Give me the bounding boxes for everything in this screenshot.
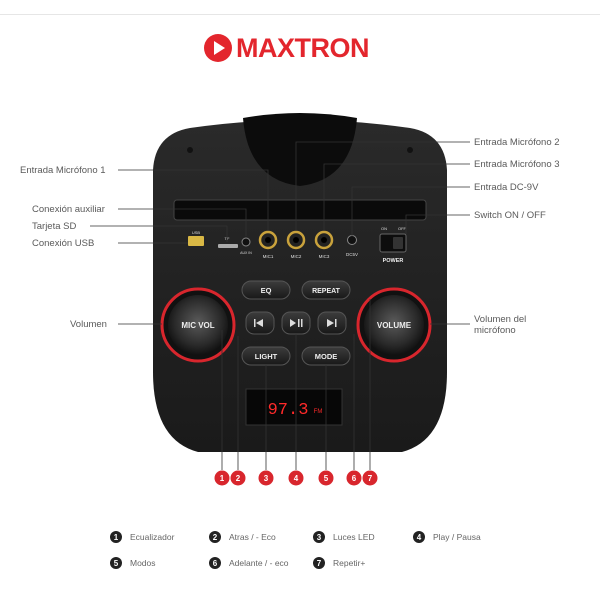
label-sd-card: Tarjeta SD: [32, 221, 77, 232]
mic2-jack-label: MIC2: [291, 254, 302, 259]
label-mic1-input: Entrada Micrófono 1: [20, 165, 106, 176]
legend-number: 5: [110, 557, 122, 569]
dc-jack[interactable]: [347, 235, 357, 245]
mic1-jack-label: MIC1: [263, 254, 274, 259]
legend-number: 7: [313, 557, 325, 569]
callout-markers: [214, 470, 378, 486]
legend-text: Modos: [130, 558, 156, 568]
aux-jack-label: AUX IN: [240, 251, 252, 255]
light-button-label: LIGHT: [255, 352, 278, 361]
legend-number: 2: [209, 531, 221, 543]
handle-recess: [243, 113, 357, 186]
usb-port[interactable]: [188, 236, 204, 246]
label-usb: Conexión USB: [32, 238, 95, 249]
label-mic2-input: Entrada Micrófono 2: [474, 137, 560, 148]
volume-knob-label: VOLUME: [377, 321, 412, 330]
callout-1: 1: [220, 474, 225, 483]
repeat-button[interactable]: [301, 280, 351, 300]
legend-item-1: 1 Ecualizador: [110, 531, 174, 543]
legend-item-2: 2 Atras / - Eco: [209, 531, 276, 543]
mic-holder-slot: [173, 199, 427, 221]
display-unit: FM: [314, 409, 323, 415]
callout-5: 5: [324, 474, 329, 483]
leader-lines: [90, 141, 470, 470]
power-switch-rocker: [393, 237, 403, 249]
volume-knob[interactable]: [364, 295, 424, 355]
usb-port-label: USB: [192, 230, 201, 235]
label-volume: Volumen: [70, 319, 107, 330]
mic-vol-knob[interactable]: [168, 295, 228, 355]
label-mic-volume-line2: micrófono: [474, 325, 516, 336]
display-frequency: 97.3: [268, 401, 309, 420]
legend-text: Atras / - Eco: [229, 532, 276, 542]
maxtron-logo: MAXTRON: [204, 30, 370, 66]
screw-left: [187, 147, 193, 153]
legend-text: Adelante / - eco: [229, 558, 289, 568]
label-dc-input: Entrada DC-9V: [474, 182, 539, 193]
legend-number: 4: [413, 531, 425, 543]
legend-text: Luces LED: [333, 532, 375, 542]
next-icon: [327, 319, 337, 327]
repeat-button-label: REPEAT: [312, 288, 341, 295]
eq-button-label: EQ: [261, 286, 272, 295]
legend-number: 3: [313, 531, 325, 543]
legend-item-6: 6 Adelante / - eco: [209, 557, 289, 569]
eq-button[interactable]: [241, 280, 291, 300]
play-logo-icon: [204, 34, 232, 62]
mic-vol-knob-label: MIC VOL: [181, 321, 214, 330]
label-power-switch: Switch ON / OFF: [474, 210, 546, 221]
legend-item-7: 7 Repetir+: [313, 557, 365, 569]
mode-button-label: MODE: [315, 352, 338, 361]
legend-text: Ecualizador: [130, 532, 175, 542]
previous-icon: [254, 319, 263, 327]
screw-right: [407, 147, 413, 153]
mic3-jack-label: MIC3: [319, 254, 330, 259]
label-mic3-input: Entrada Micrófono 3: [474, 159, 560, 170]
switch-off-label: OFF: [398, 226, 407, 231]
dc-jack-label: DC5V: [346, 252, 358, 257]
legend-text: Play / Pausa: [433, 532, 481, 542]
legend-text: Repetir+: [333, 558, 366, 568]
brand-name: MAXTRON: [236, 32, 370, 63]
legend-item-3: 3 Luces LED: [313, 531, 375, 543]
callout-6: 6: [352, 474, 357, 483]
switch-on-label: ON: [381, 226, 387, 231]
top-divider: [0, 14, 600, 15]
aux-jack[interactable]: [241, 237, 251, 247]
legend-number: 1: [110, 531, 122, 543]
label-aux-input: Conexión auxiliar: [32, 204, 105, 215]
callout-3: 3: [264, 474, 269, 483]
sd-card-slot[interactable]: [218, 244, 238, 248]
label-mic-volume-line1: Volumen del: [474, 314, 527, 325]
play-pause-icon: [290, 319, 303, 327]
legend-item-4: 4 Play / Pausa: [413, 531, 481, 543]
legend-number: 6: [209, 557, 221, 569]
callout-7: 7: [368, 474, 373, 483]
callout-2: 2: [236, 474, 241, 483]
power-switch-label: POWER: [383, 258, 404, 264]
callout-4: 4: [294, 474, 299, 483]
legend-item-5: 5 Modos: [110, 557, 156, 569]
